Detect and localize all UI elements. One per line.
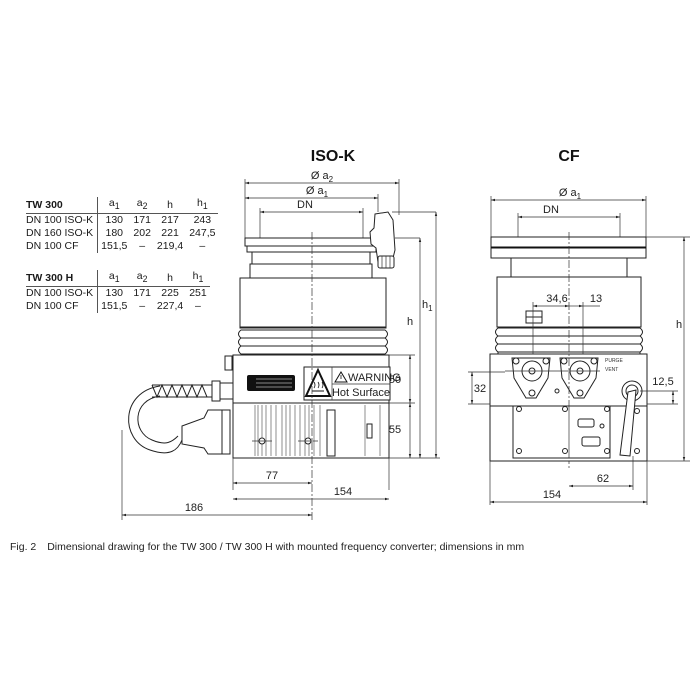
cell-h: 225	[161, 287, 179, 300]
cell-a1: 130	[105, 287, 124, 300]
dim-label-12-5: 12,5	[652, 376, 673, 388]
cell-h1: –	[195, 300, 201, 313]
cf-flange	[490, 236, 647, 248]
purge-label: PURGE	[605, 358, 623, 364]
table-row: DN 100 ISO-K 130 171 217 243	[26, 213, 218, 228]
cell-h1: 251	[189, 287, 207, 300]
cell-h1: 247,5	[189, 227, 216, 240]
flange-name: DN 100 CF	[26, 300, 99, 314]
iso-k-flange	[244, 237, 379, 247]
dim-label-cf-a1: Ø a1	[559, 187, 582, 201]
col-header-a1: a1	[97, 197, 131, 215]
dim-label-77: 77	[266, 470, 278, 482]
col-header-h: h	[153, 197, 187, 215]
cell-a1: 130	[105, 214, 124, 227]
cell-h: 217	[161, 214, 179, 227]
figure-caption-text: Dimensional drawing for the TW 300 / TW …	[47, 541, 525, 553]
tw300-dimension-table: TW 300 a1 a2 h h1 DN 100 ISO-K 130 171 2…	[26, 197, 219, 254]
warning-title: WARNING	[348, 372, 401, 384]
dim-label-34-6: 34,6	[546, 293, 567, 305]
dim-label-154-iso-k: 154	[334, 486, 352, 498]
dim-label-186: 186	[185, 502, 203, 514]
cell-a1: 151,5	[101, 300, 128, 313]
cell-a2: –	[139, 240, 146, 253]
dim-label-dn: DN	[297, 199, 313, 211]
cell-h1: –	[199, 240, 206, 253]
warning-subtitle: Hot Surface	[332, 387, 390, 399]
cell-h1: 243	[193, 214, 212, 227]
figure-number: Fig. 2	[10, 541, 37, 553]
table-row: DN 100 ISO-K 130 171 225 251	[26, 286, 210, 301]
dim-label-55: 55	[389, 424, 401, 436]
col-header-a2: a2	[130, 270, 154, 288]
dim-label-a1: Ø a1	[306, 185, 329, 199]
table-model-name: TW 300	[26, 197, 99, 215]
sub-d-connector	[581, 436, 601, 447]
dim-label-a2: Ø a2	[311, 170, 334, 184]
cell-a2: 171	[133, 287, 151, 300]
flange-name: DN 100 CF	[26, 240, 99, 254]
dim-label-154-cf: 154	[543, 489, 561, 501]
cell-h: 227,4	[156, 300, 184, 313]
flange-name: DN 100 ISO-K	[26, 286, 99, 301]
tw300h-dimension-table: TW 300 H a1 a2 h h1 DN 100 ISO-K 130 171…	[26, 270, 210, 314]
table-model-name: TW 300 H	[26, 270, 99, 288]
dim-label-cf-dn: DN	[543, 204, 559, 216]
cell-a1: 180	[105, 227, 124, 240]
cf-title: CF	[558, 148, 580, 165]
sub-d-connector	[577, 418, 595, 428]
col-header-h1: h1	[186, 197, 219, 215]
power-connector	[619, 380, 643, 457]
dim-label-h1: h1	[422, 299, 433, 313]
dim-label-13: 13	[590, 293, 602, 305]
pump-housing	[239, 277, 387, 329]
col-header-a1: a1	[97, 270, 131, 288]
cable-spiral-guard	[151, 383, 212, 399]
col-header-a2: a2	[130, 197, 154, 215]
col-header-h: h	[153, 270, 187, 288]
cell-a2: 171	[133, 214, 151, 227]
flange-name: DN 160 ISO-K	[26, 227, 99, 241]
cf-view: CF Ø a1 DN 34,6 13	[468, 148, 690, 505]
cell-h: 219,4	[156, 240, 184, 253]
table-row: DN 100 CF 151,5 – 219,4 –	[26, 240, 218, 254]
flange-name: DN 100 ISO-K	[26, 213, 99, 228]
cell-h: 221	[161, 227, 179, 240]
table-row: DN 160 ISO-K 180 202 221 247,5	[26, 227, 218, 241]
power-cable	[128, 355, 234, 455]
vent-label: VENT	[605, 367, 618, 373]
cell-a2: –	[139, 300, 146, 313]
warning-triangle-icon	[334, 371, 348, 383]
iso-k-title: ISO-K	[311, 148, 356, 165]
iso-k-view: ISO-K Ø a2 Ø a1 DN	[121, 148, 440, 520]
frequency-converter-lower	[232, 402, 390, 459]
dim-label-62: 62	[597, 473, 609, 485]
cell-a1: 151,5	[101, 240, 128, 253]
cell-a2: 202	[133, 227, 151, 240]
cable-plug	[181, 409, 223, 455]
warning-label: WARNING Hot Surface	[303, 366, 401, 401]
figure-caption: Fig. 2 Dimensional drawing for the TW 30…	[10, 541, 524, 553]
flange-clamp	[369, 211, 396, 269]
dim-label-h: h	[407, 316, 413, 328]
table-row: DN 100 CF 151,5 – 227,4 –	[26, 300, 210, 314]
cooling-fins	[254, 405, 381, 457]
dim-label-32: 32	[474, 383, 486, 395]
col-header-h1: h1	[186, 270, 210, 288]
dim-label-cf-h: h	[676, 319, 682, 331]
dim-label-50: 50	[389, 374, 401, 386]
